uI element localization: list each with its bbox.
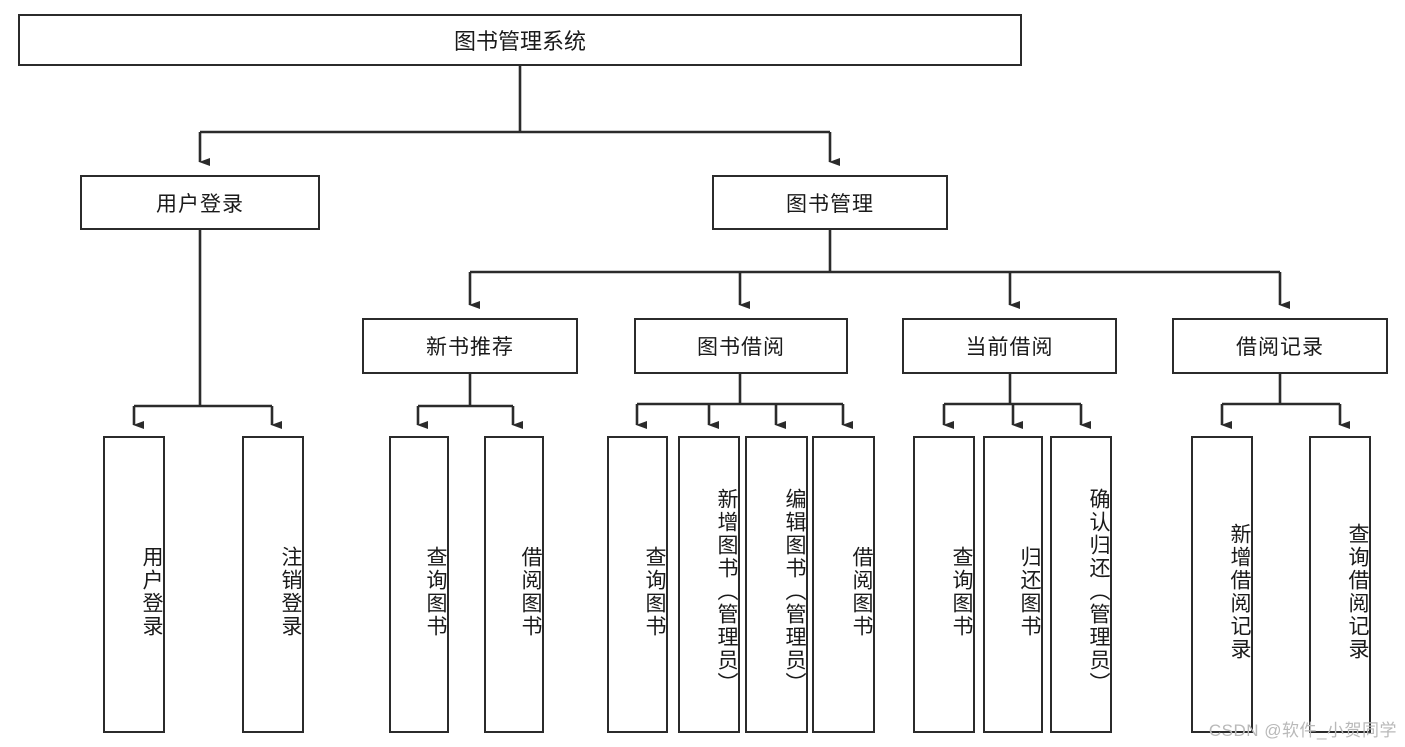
node-borrow-record[interactable]: 借阅记录: [1172, 318, 1388, 374]
leaf-borrow-edit-book-admin[interactable]: 编辑图书（管理员）: [745, 436, 808, 733]
node-user-login[interactable]: 用户登录: [80, 175, 320, 230]
leaf-current-confirm-return-admin[interactable]: 确认归还（管理员）: [1050, 436, 1112, 733]
leaf-borrow-query-book[interactable]: 查询图书: [607, 436, 668, 733]
leaf-borrow-borrow-book[interactable]: 借阅图书: [812, 436, 875, 733]
leaf-record-add-record[interactable]: 新增借阅记录: [1191, 436, 1253, 733]
leaf-record-query-record[interactable]: 查询借阅记录: [1309, 436, 1371, 733]
leaf-recommend-borrow-book[interactable]: 借阅图书: [484, 436, 544, 733]
node-book-management[interactable]: 图书管理: [712, 175, 948, 230]
leaf-recommend-query-book[interactable]: 查询图书: [389, 436, 449, 733]
leaf-current-query-book[interactable]: 查询图书: [913, 436, 975, 733]
leaf-user-login-signout[interactable]: 注销登录: [242, 436, 304, 733]
leaf-user-login-signin[interactable]: 用户登录: [103, 436, 165, 733]
node-root-system[interactable]: 图书管理系统: [18, 14, 1022, 66]
node-book-borrow[interactable]: 图书借阅: [634, 318, 848, 374]
leaf-borrow-add-book-admin[interactable]: 新增图书（管理员）: [678, 436, 740, 733]
node-new-book-recommend[interactable]: 新书推荐: [362, 318, 578, 374]
watermark: CSDN @软件_小贺同学: [1208, 721, 1397, 740]
leaf-current-return-book[interactable]: 归还图书: [983, 436, 1043, 733]
node-current-borrow[interactable]: 当前借阅: [902, 318, 1117, 374]
